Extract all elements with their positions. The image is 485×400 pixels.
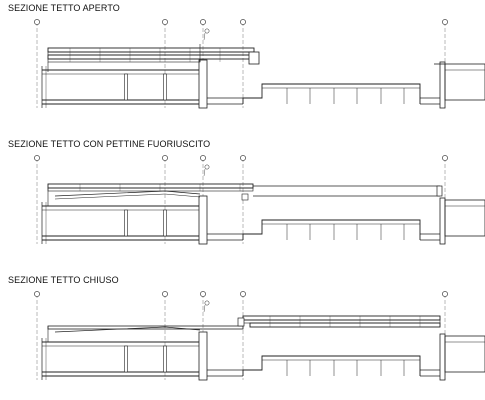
stepped-profile [242, 83, 421, 104]
roof-panel-4 [47, 58, 201, 63]
column [124, 345, 128, 373]
comb-end [436, 185, 443, 197]
detail-leader [203, 32, 206, 41]
roof-panel-2 [47, 51, 255, 56]
roof-joint [237, 317, 245, 327]
roof-comb-slope [54, 190, 201, 197]
support-column [198, 331, 208, 381]
support-column [198, 59, 208, 109]
axis-bubble [200, 291, 206, 297]
axis-bubble [442, 155, 448, 161]
roof-panel-3 [47, 54, 255, 60]
section-open [34, 19, 485, 109]
column [163, 209, 167, 237]
axis-bubble [162, 155, 168, 161]
right-building [444, 199, 485, 237]
column [163, 73, 167, 101]
axis-bubble [200, 19, 206, 25]
section-title-comb: SEZIONE TETTO CON PETTINE FUORIUSCITO [8, 139, 211, 149]
right-support [439, 197, 446, 245]
axis-bubble [162, 19, 168, 25]
right-support [439, 61, 446, 109]
detail-leader [203, 304, 206, 313]
axis-bubble [240, 291, 246, 297]
right-support [439, 333, 446, 381]
roof-panel-closed-1 [242, 315, 441, 321]
axis-bubble [442, 291, 448, 297]
support-column [198, 195, 208, 245]
section-title-closed: SEZIONE TETTO CHIUSO [8, 275, 119, 285]
roof-panel-closed-3 [249, 322, 441, 328]
column [124, 209, 128, 237]
roof-slope [54, 326, 201, 333]
axis-bubble [162, 291, 168, 297]
axis-bubble [240, 19, 246, 25]
axis-bubble [442, 19, 448, 25]
column [124, 73, 128, 101]
axis-bubble [200, 155, 206, 161]
detail-leader [203, 168, 206, 177]
stepped-profile [242, 219, 421, 240]
roof-panel-1 [47, 183, 254, 189]
axis-bubble [34, 19, 40, 25]
stepped-profile [242, 355, 421, 376]
detail-marker [204, 300, 210, 306]
detail-marker [204, 28, 210, 34]
section-title-open: SEZIONE TETTO APERTO [8, 3, 120, 13]
axis-bubble [34, 155, 40, 161]
axis-bubble [34, 291, 40, 297]
roof-panel-1 [47, 47, 255, 53]
detail-marker [204, 164, 210, 170]
column [163, 345, 167, 373]
roof-comb-slope-b [54, 193, 201, 200]
section-comb [34, 155, 485, 245]
roof-panel-lower [47, 325, 244, 330]
roof-end-block [248, 51, 260, 65]
right-building [444, 335, 485, 373]
roof-joint [241, 193, 249, 201]
axis-bubble [240, 155, 246, 161]
roof-panel-closed-2 [242, 319, 441, 324]
right-building [444, 63, 485, 101]
section-closed [34, 291, 485, 381]
